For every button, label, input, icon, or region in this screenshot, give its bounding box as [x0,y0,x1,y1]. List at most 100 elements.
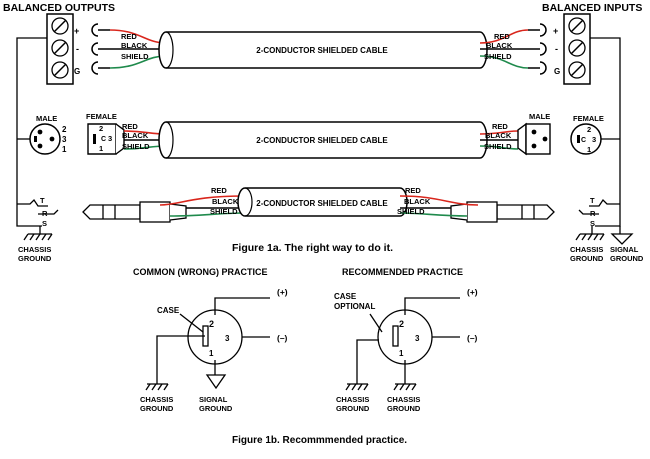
chassis-ground-rec-4: GROUND [387,404,421,413]
pin2-wrong: 2 [209,319,214,329]
wire-label-shield-r2: SHIELD [484,142,512,151]
chassis-ground-left-1: CHASSIS [18,245,51,254]
cable-row-3 [159,187,479,217]
right-xlr-male-plug [517,122,551,156]
female-c-left: C [101,136,106,143]
wire-label-red-l2: RED [122,122,138,131]
pin2-recommended: 2 [399,319,404,329]
right-terminal-block [563,13,591,85]
wire-label-black-l2: BLACK [122,131,149,140]
wire-label-shield-l1: SHIELD [121,52,149,61]
cable-label-row-1: 2-CONDUCTOR SHIELDED CABLE [256,46,388,55]
figure-1b-caption: Figure 1b. Recommmended practice. [232,435,407,446]
pin1-wrong: 1 [209,349,214,358]
male-label-left: MALE [36,114,57,123]
left-ground-bus [16,37,47,204]
right-spade-lugs [528,23,547,75]
right-ground-bus [590,37,621,204]
balanced-inputs-title: BALANCED INPUTS [542,2,642,14]
wire-label-red-l1: RED [121,32,137,41]
chassis-ground-right-2: GROUND [570,254,604,263]
wrong-practice-schematic [145,297,270,391]
wire-label-shield-r3: SHIELD [397,207,425,216]
cable-label-row-3: 2-CONDUCTOR SHIELDED CABLE [256,199,388,208]
chassis-ground-left-2: GROUND [18,254,52,263]
terminal-g-left: G [74,67,80,76]
female-label-left: FEMALE [86,112,117,121]
pin-3-left: 3 [62,135,67,144]
wire-label-shield-r1: SHIELD [484,52,512,61]
female-pin1-right: 1 [587,145,591,154]
trs-t-right: T [590,196,595,205]
wire-label-red-r2: RED [492,122,508,131]
female-pin2-right: 2 [587,125,591,134]
pin-2-left: 2 [62,125,67,134]
terminal-g-right: G [554,67,560,76]
cable-row-2 [123,121,519,159]
cable-label-row-2: 2-CONDUCTOR SHIELDED CABLE [256,136,388,145]
wire-label-black-l3: BLACK [212,197,239,206]
right-trs-jack [575,198,634,245]
minus-wrong: (–) [277,333,288,343]
figure-1a-caption: Figure 1a. The right way to do it. [232,242,393,254]
chassis-ground-right-1: CHASSIS [570,245,603,254]
recommended-practice-schematic [345,297,460,391]
wire-label-red-l3: RED [211,186,227,195]
left-spade-lugs [91,23,110,75]
female-c-right: C [581,137,586,144]
pin1-recommended: 1 [399,349,404,358]
pin3-wrong: 3 [225,334,230,343]
case-label-wrong: CASE [157,306,180,315]
chassis-ground-wrong-1: CHASSIS [140,395,173,404]
chassis-ground-rec-1: CHASSIS [336,395,369,404]
wire-label-black-l1: BLACK [121,41,148,50]
cable-row-1 [109,29,529,69]
terminal-plus-left: + [74,26,79,36]
plus-recommended: (+) [467,287,478,297]
left-terminal-block [46,13,74,85]
trs-r-left: R [42,209,48,218]
terminal-minus-left: - [76,44,79,54]
minus-recommended: (–) [467,333,478,343]
wire-label-black-r3: BLACK [404,197,431,206]
signal-ground-right-2: GROUND [610,254,644,263]
female-label-right: FEMALE [573,114,604,123]
left-trs-plug [82,201,187,223]
trs-r-right: R [590,209,596,218]
signal-ground-wrong-2: GROUND [199,404,233,413]
wire-label-shield-l2: SHIELD [122,142,150,151]
female-pin1-left: 1 [99,144,103,153]
wire-label-black-r1: BLACK [486,41,513,50]
wire-label-black-r2: BLACK [485,131,512,140]
trs-s-right: S [590,219,595,228]
signal-ground-wrong-1: SIGNAL [199,395,228,404]
right-xlr-female [570,123,620,155]
recommended-practice-title: RECOMMENDED PRACTICE [342,267,463,277]
female-pin3-right: 3 [592,135,596,144]
wire-label-red-r1: RED [494,32,510,41]
terminal-minus-right: - [555,44,558,54]
left-xlr-male [17,123,61,155]
right-trs-plug [450,201,555,223]
case-optional-line2: OPTIONAL [334,302,375,311]
plus-wrong: (+) [277,287,288,297]
chassis-ground-rec-2: GROUND [336,404,370,413]
male-label-right: MALE [529,112,550,121]
pin3-recommended: 3 [415,334,420,343]
wire-label-shield-l3: SHIELD [210,207,238,216]
left-xlr-female-plug [87,123,125,155]
terminal-plus-right: + [553,26,558,36]
trs-s-left: S [42,219,47,228]
pin-1-left: 1 [62,145,67,154]
signal-ground-right-1: SIGNAL [610,245,639,254]
wrong-practice-title: COMMON (WRONG) PRACTICE [133,267,268,277]
left-trs-jack [16,198,59,241]
chassis-ground-wrong-2: GROUND [140,404,174,413]
female-pin3-left: 3 [108,134,112,143]
case-optional-line1: CASE [334,292,357,301]
trs-t-left: T [40,196,45,205]
chassis-ground-rec-3: CHASSIS [387,395,420,404]
female-pin2-left: 2 [99,124,103,133]
balanced-outputs-title: BALANCED OUTPUTS [3,2,115,14]
